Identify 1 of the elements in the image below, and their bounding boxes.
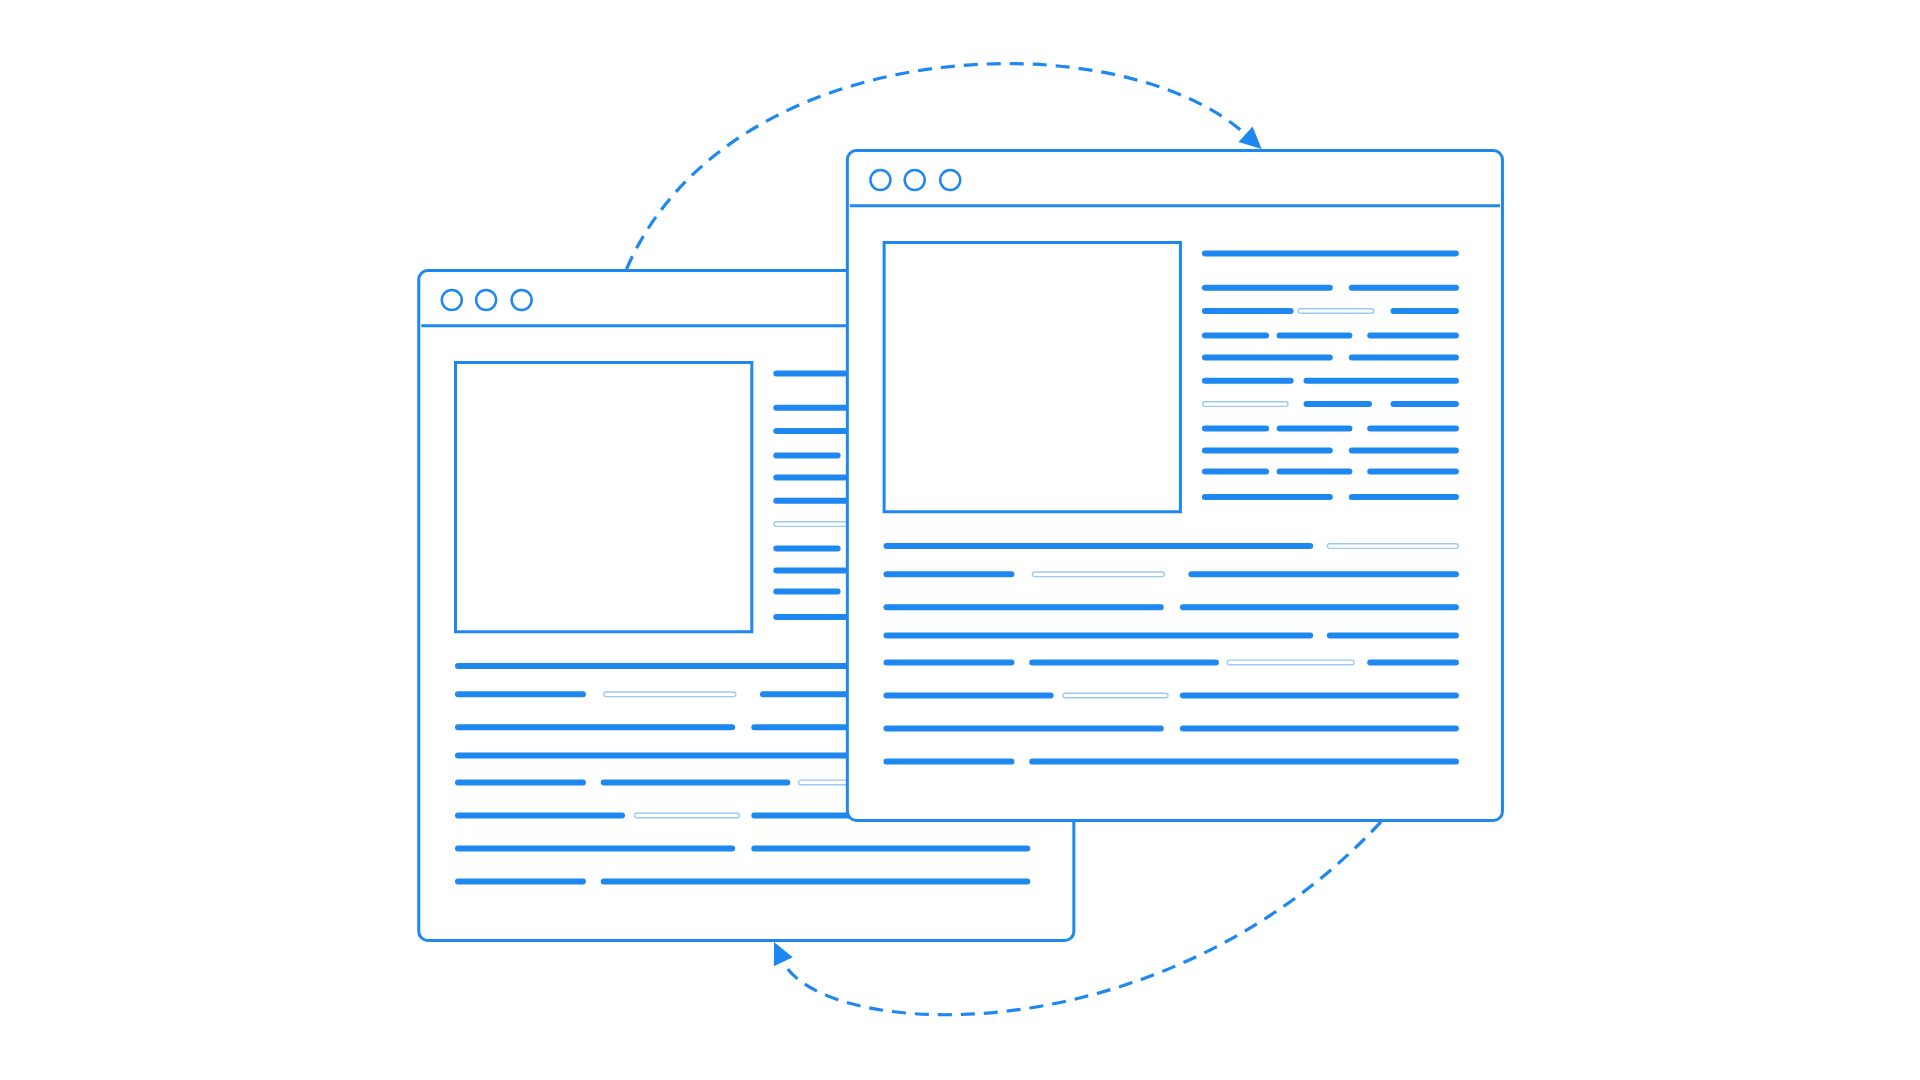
dashed-arrow (773, 820, 1382, 1017)
